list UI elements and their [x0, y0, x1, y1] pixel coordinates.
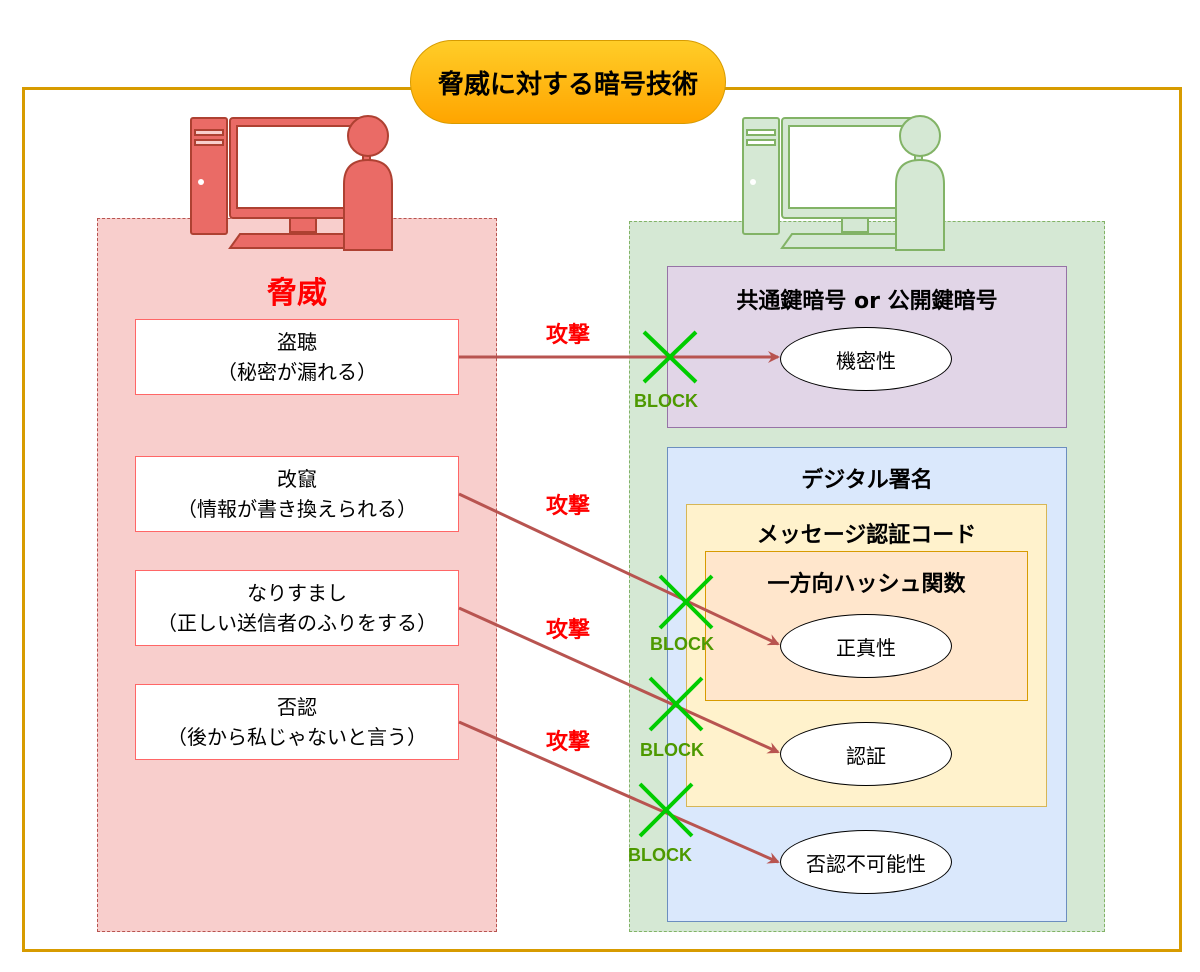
block-label: BLOCK [650, 634, 714, 654]
block-cross-3 [648, 676, 704, 732]
attack-label: 攻撃 [546, 323, 591, 348]
block-label: BLOCK [628, 845, 692, 865]
property-non-repudiation: 否認不可能性 [780, 830, 952, 894]
threat-eavesdropping: 盗聴 （秘密が漏れる） [135, 319, 459, 395]
attack-arrow-tampering [458, 492, 780, 646]
property-confidentiality: 機密性 [780, 327, 952, 391]
threat-detail: （情報が書き換えられる） [177, 497, 417, 521]
block-cross-2 [658, 574, 714, 630]
crypto-box: 共通鍵暗号 or 公開鍵暗号 [667, 266, 1067, 428]
threat-detail: （正しい送信者のふりをする） [157, 611, 437, 635]
threat-name: 否認 [277, 695, 317, 719]
threat-tampering: 改竄 （情報が書き換えられる） [135, 456, 459, 532]
diagram-title: 脅威に対する暗号技術 [410, 40, 726, 124]
threat-section-title: 脅威 [267, 276, 327, 311]
threat-spoofing: なりすまし （正しい送信者のふりをする） [135, 570, 459, 646]
attack-arrow-repudiation [458, 720, 780, 864]
block-cross-4 [638, 782, 694, 838]
threat-repudiation: 否認 （後から私じゃないと言う） [135, 684, 459, 760]
property-integrity: 正真性 [780, 614, 952, 678]
crypto-box-label: 共通鍵暗号 or 公開鍵暗号 [736, 289, 998, 314]
mac-box-label: メッセージ認証コード [756, 523, 977, 548]
property-authentication: 認証 [780, 722, 952, 786]
attacker-computer-icon [190, 115, 393, 251]
block-label: BLOCK [634, 391, 698, 411]
block-cross-1 [642, 330, 698, 384]
attack-arrow-spoofing [458, 606, 780, 754]
attack-label: 攻撃 [546, 730, 591, 755]
threat-detail: （秘密が漏れる） [217, 360, 377, 384]
digital-signature-label: デジタル署名 [801, 468, 933, 493]
block-label: BLOCK [640, 740, 704, 760]
attack-label: 攻撃 [546, 618, 591, 643]
hash-function-label: 一方向ハッシュ関数 [767, 572, 966, 597]
threat-name: 盗聴 [277, 330, 317, 354]
threat-detail: （後から私じゃないと言う） [167, 725, 427, 749]
defender-computer-icon [742, 115, 945, 251]
threat-name: 改竄 [277, 467, 317, 491]
attack-label: 攻撃 [546, 494, 591, 519]
threat-name: なりすまし [247, 581, 347, 605]
